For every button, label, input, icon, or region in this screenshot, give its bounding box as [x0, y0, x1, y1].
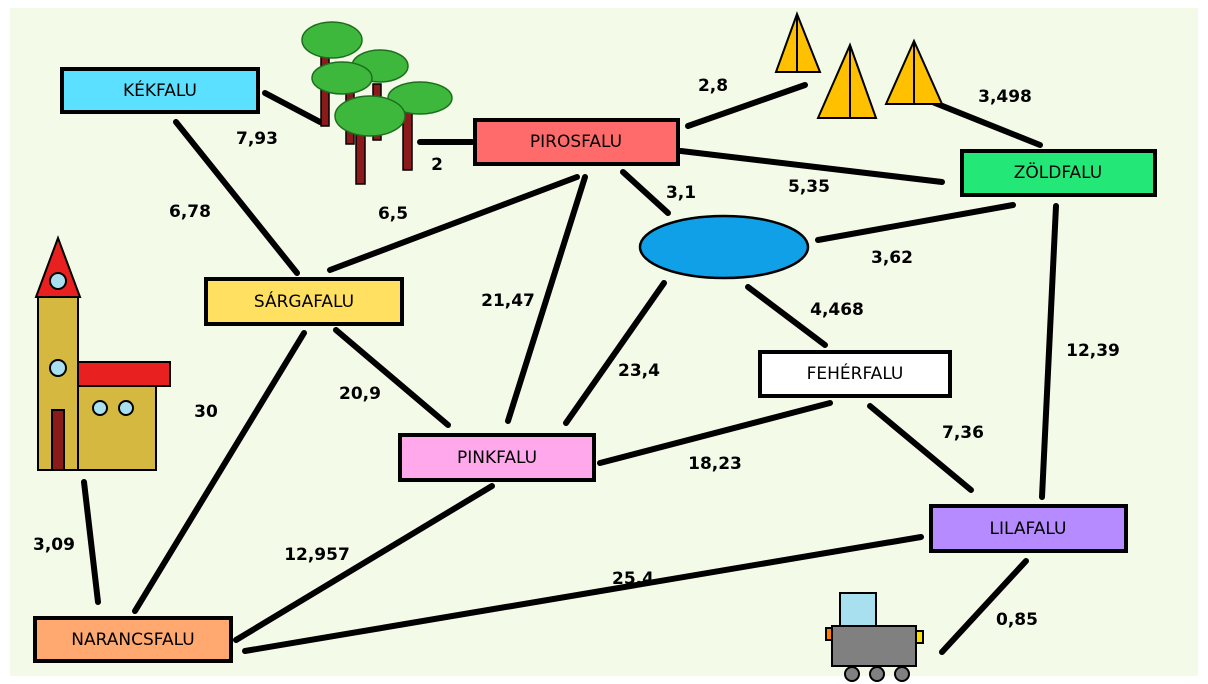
edge-lake-pinkfalu	[563, 280, 667, 426]
edge-label-sargafalu-narancsfalu: 30	[194, 402, 218, 422]
village-kekfalu: KÉKFALU	[60, 67, 260, 114]
edge-label-forest-pirosfalu: 2	[431, 155, 443, 175]
village-sargafalu: SÁRGAFALU	[204, 277, 404, 326]
edge-label-pinkfalu-narancsfalu: 12,957	[284, 545, 350, 565]
village-label-feherfalu: FEHÉRFALU	[807, 362, 904, 384]
village-label-sargafalu: SÁRGAFALU	[254, 290, 354, 312]
village-zoldfalu: ZÖLDFALU	[960, 149, 1157, 197]
edge-label-feherfalu-pinkfalu: 18,23	[688, 454, 742, 474]
edge-label-lilafalu-tractor: 0,85	[996, 610, 1038, 630]
edge-feherfalu-lilafalu	[867, 403, 974, 493]
village-label-zoldfalu: ZÖLDFALU	[1014, 161, 1103, 183]
lake-icon	[638, 214, 810, 280]
edge-label-kekfalu-forest: 7,93	[236, 129, 278, 149]
pyramid-icon	[774, 11, 944, 119]
edge-pirosfalu-pinkfalu	[505, 174, 588, 424]
village-label-pinkfalu: PINKFALU	[457, 448, 537, 468]
village-label-kekfalu: KÉKFALU	[123, 79, 197, 101]
edge-church-narancsfalu	[81, 479, 101, 605]
village-label-pirosfalu: PIROSFALU	[530, 132, 622, 152]
edge-label-zoldfalu-lilafalu: 12,39	[1066, 341, 1120, 361]
village-lilafalu: LILAFALU	[929, 504, 1128, 553]
village-narancsfalu: NARANCSFALU	[33, 616, 233, 663]
edge-lilafalu-tractor	[939, 558, 1029, 655]
edge-label-pirosfalu-pyramids: 2,8	[698, 76, 728, 96]
tractor-icon	[825, 592, 924, 682]
edge-pirosfalu-pyramids	[685, 82, 808, 129]
edges	[81, 82, 1059, 655]
edge-pirosfalu-lake	[620, 169, 671, 216]
edge-label-pirosfalu-sargafalu: 6,5	[378, 204, 408, 224]
edge-label-lake-feherfalu: 4,468	[810, 300, 864, 320]
edge-label-church-narancsfalu: 3,09	[33, 535, 75, 555]
edge-label-feherfalu-lilafalu: 7,36	[942, 423, 984, 443]
edge-labels: 7,93 2 2,8 3,498 5,35 3,1 6,78 6,5 3,62 …	[33, 76, 1120, 630]
edge-label-kekfalu-sargafalu: 6,78	[169, 202, 211, 222]
edge-lilafalu-narancsfalu	[242, 534, 924, 654]
edge-sargafalu-narancsfalu	[132, 330, 307, 614]
edge-sargafalu-pinkfalu	[333, 327, 451, 428]
edge-pyramids-zoldfalu	[927, 98, 1043, 148]
village-pirosfalu: PIROSFALU	[473, 118, 680, 166]
edge-label-pyramids-zoldfalu: 3,498	[978, 87, 1032, 107]
edge-kekfalu-forest	[262, 90, 323, 125]
edge-label-pirosfalu-pinkfalu: 21,47	[481, 291, 535, 311]
village-label-narancsfalu: NARANCSFALU	[71, 630, 194, 650]
edge-feherfalu-pinkfalu	[597, 400, 833, 466]
village-feherfalu: FEHÉRFALU	[758, 350, 952, 398]
edge-lake-feherfalu	[745, 284, 828, 348]
edge-label-lake-pinkfalu: 23,4	[618, 361, 660, 381]
edge-lake-zoldfalu	[815, 202, 1016, 243]
edge-kekfalu-sargafalu	[173, 119, 300, 276]
tree-icon	[301, 21, 453, 185]
edge-label-pirosfalu-zoldfalu: 5,35	[788, 177, 830, 197]
edge-label-sargafalu-pinkfalu: 20,9	[339, 384, 381, 404]
edge-label-lake-zoldfalu: 3,62	[871, 248, 913, 268]
edge-pinkfalu-narancsfalu	[233, 483, 495, 643]
edge-pirosfalu-zoldfalu	[678, 148, 945, 185]
edge-pirosfalu-sargafalu	[327, 174, 580, 273]
church-icon	[34, 235, 171, 471]
village-label-lilafalu: LILAFALU	[990, 519, 1067, 539]
edge-zoldfalu-lilafalu	[1039, 203, 1059, 500]
village-pinkfalu: PINKFALU	[398, 433, 596, 482]
edge-label-pirosfalu-lake: 3,1	[666, 183, 696, 203]
edge-label-lilafalu-narancsfalu: 25,4	[612, 569, 654, 589]
